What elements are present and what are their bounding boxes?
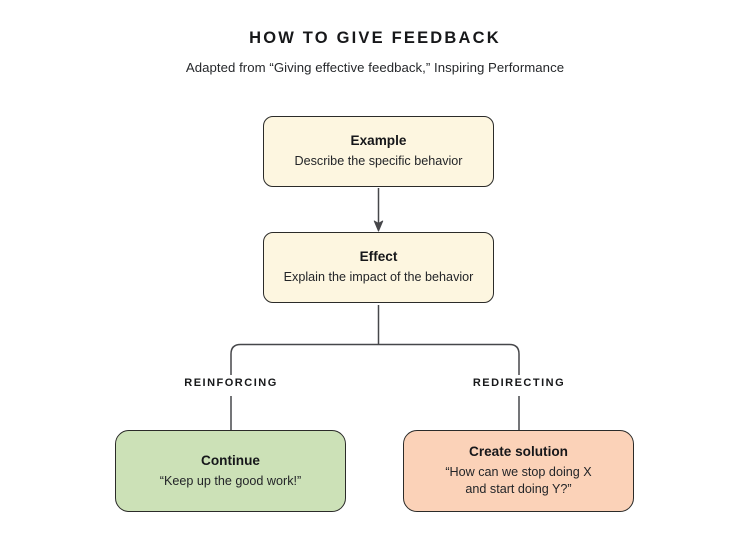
node-create-solution: Create solution “How can we stop doing X… bbox=[403, 430, 634, 512]
node-effect-description: Explain the impact of the behavior bbox=[283, 270, 474, 285]
page-title: HOW TO GIVE FEEDBACK bbox=[249, 29, 501, 47]
page-subtitle: Adapted from “Giving effective feedback,… bbox=[185, 60, 565, 75]
node-example: Example Describe the specific behavior bbox=[263, 116, 494, 187]
node-effect: Effect Explain the impact of the behavio… bbox=[263, 232, 494, 303]
node-example-title: Example bbox=[350, 133, 407, 149]
branch-label-reinforcing: REINFORCING bbox=[184, 377, 278, 389]
node-effect-title: Effect bbox=[359, 249, 398, 265]
branch-elbow-connector bbox=[230, 343, 520, 375]
node-example-description: Describe the specific behavior bbox=[294, 154, 463, 169]
node-continue: Continue “Keep up the good work!” bbox=[115, 430, 346, 512]
edge-example-to-effect bbox=[373, 188, 384, 232]
node-continue-description: “Keep up the good work!” bbox=[159, 473, 302, 488]
node-create-solution-title: Create solution bbox=[469, 444, 568, 460]
branch-label-redirecting: REDIRECTING bbox=[472, 377, 566, 389]
node-continue-title: Continue bbox=[201, 452, 260, 468]
node-create-solution-description: “How can we stop doing X and start doing… bbox=[445, 465, 592, 496]
